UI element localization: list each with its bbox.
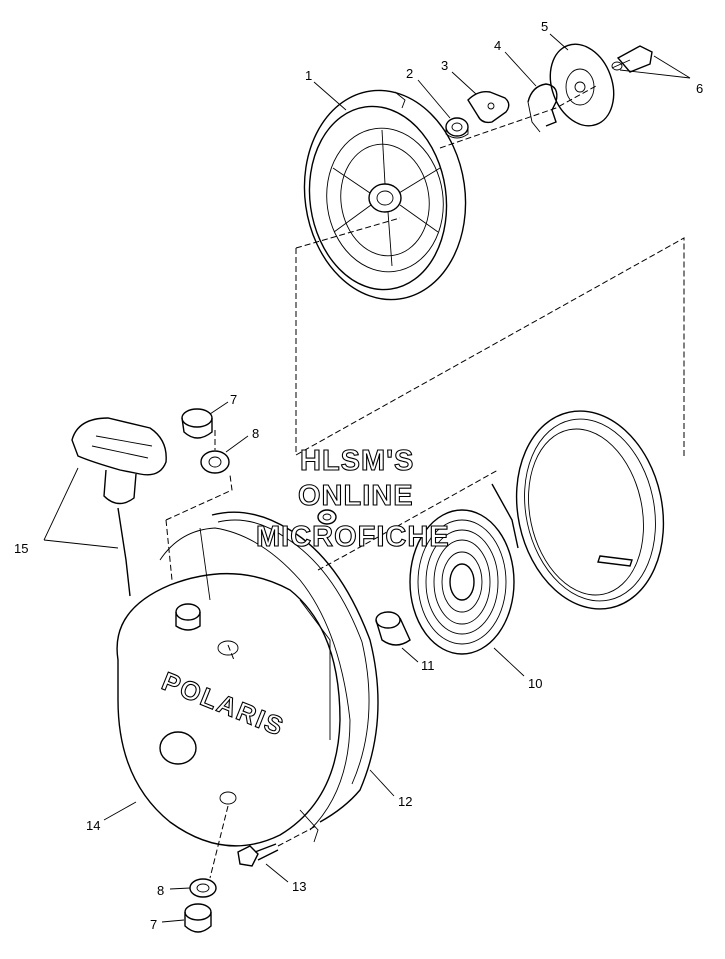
leader-lines	[43, 33, 691, 923]
callout-15: 15	[14, 541, 28, 556]
starter-handle	[71, 417, 167, 597]
recoil-spring	[409, 483, 519, 655]
callout-3: 3	[441, 58, 448, 73]
callout-11: 11	[421, 658, 435, 673]
assembly-lines	[165, 85, 685, 879]
ratchet-pawl	[467, 90, 510, 124]
callout-1: 1	[305, 68, 312, 83]
callout-8-bottom: 8	[157, 883, 164, 898]
callout-7-top: 7	[230, 392, 237, 407]
callout-13: 13	[292, 879, 306, 894]
callout-4: 4	[494, 38, 501, 53]
callout-2: 2	[406, 66, 413, 81]
callout-14: 14	[86, 818, 100, 833]
watermark: HLSM'S ONLINE MICROFICHE	[255, 444, 450, 553]
collar	[445, 117, 469, 139]
grommet-bottom	[189, 878, 217, 898]
watermark-line-1: HLSM'S	[300, 445, 414, 477]
bushing	[375, 611, 411, 646]
callout-7-bottom: 7	[150, 917, 157, 932]
callout-10: 10	[528, 676, 542, 691]
gasket	[211, 511, 379, 823]
plug-bottom	[184, 903, 212, 933]
grommet-top	[200, 450, 230, 474]
callout-6: 6	[696, 81, 703, 96]
recoil-housing: POLARIS	[116, 527, 351, 847]
callout-12: 12	[398, 794, 412, 809]
starter-pulley	[303, 89, 467, 301]
callout-labels: 1 2 3 4 5 6 7 8 7 8 10 11 12 13 14 15	[14, 19, 703, 932]
callout-5: 5	[541, 19, 548, 34]
plug-top	[181, 408, 213, 439]
watermark-line-2: ONLINE	[298, 480, 414, 512]
callout-8-top: 8	[252, 426, 259, 441]
housing-bolt	[237, 843, 279, 867]
center-bolt	[611, 45, 653, 73]
small-bushing	[317, 509, 337, 525]
watermark-line-3: MICROFICHE	[256, 521, 450, 553]
spring-case	[515, 410, 665, 610]
friction-plate	[549, 43, 615, 127]
brand-logo: POLARIS	[158, 666, 289, 742]
